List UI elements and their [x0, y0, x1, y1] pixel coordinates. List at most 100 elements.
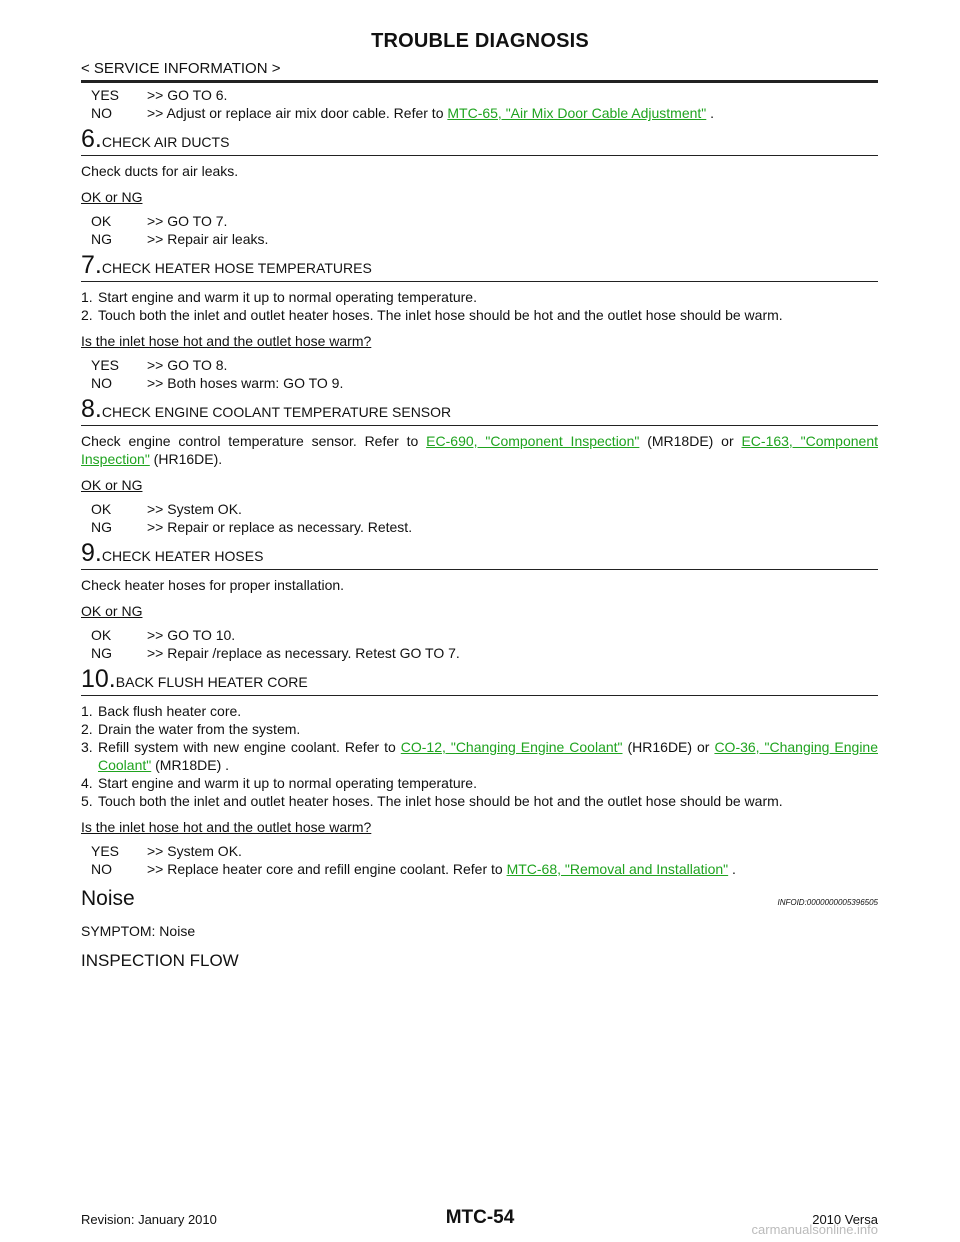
answer-key: YES: [91, 87, 120, 103]
step-number: 9.: [81, 539, 102, 567]
answer-text: >> GO TO 6.: [147, 87, 228, 103]
answer-row: OK >> GO TO 10.: [81, 626, 878, 644]
list-number: 3.: [81, 739, 93, 755]
answer-row: NO >> Replace heater core and refill eng…: [81, 860, 878, 878]
list-number: 4.: [81, 775, 93, 791]
list-text: Start engine and warm it up to normal op…: [98, 289, 477, 305]
answer-key: OK: [91, 501, 112, 517]
step-body: Check ducts for air leaks.: [81, 163, 239, 179]
list-item: 1. Back flush heater core.: [81, 702, 878, 720]
step-title: BACK FLUSH HEATER CORE: [115, 674, 308, 690]
list-text: Refill system with new engine coolant. R…: [98, 738, 878, 774]
answer-row: NG >> Repair or replace as necessary. Re…: [81, 518, 878, 536]
answer-block: OK >> System OK. NG >> Repair or replace…: [81, 500, 878, 536]
step-number: 7.: [81, 251, 102, 279]
inspection-flow-heading: INSPECTION FLOW: [81, 951, 239, 970]
noise-heading-row: Noise INFOID:0000000005396505: [81, 888, 878, 912]
list-item: 1. Start engine and warm it up to normal…: [81, 288, 878, 306]
link-ec-690[interactable]: EC-690, "Component Inspection": [426, 433, 640, 449]
step-6-heading: 6. CHECK AIR DUCTS: [81, 126, 878, 156]
body-text-mid: (MR18DE) or: [639, 433, 742, 449]
answer-row: YES >> GO TO 8.: [81, 356, 878, 374]
list-text-pre: Refill system with new engine coolant. R…: [98, 739, 401, 755]
step-list: 1. Back flush heater core. 2. Drain the …: [81, 702, 878, 810]
footer-watermark: carmanualsonline.info: [751, 1222, 878, 1237]
answer-row: NO >> Adjust or replace air mix door cab…: [81, 104, 878, 122]
step-question: Is the inlet hose hot and the outlet hos…: [81, 819, 372, 835]
answer-text: >> GO TO 7.: [147, 213, 228, 229]
step-body: Check heater hoses for proper installati…: [81, 577, 345, 593]
link-co-36[interactable]: CO-36, "Changing Engine Coolant": [98, 739, 878, 773]
answer-row: OK >> System OK.: [81, 500, 878, 518]
answer-row: YES >> GO TO 6.: [81, 86, 878, 104]
answer-key: YES: [91, 357, 120, 373]
answer-row: NG >> Repair air leaks.: [81, 230, 878, 248]
list-number: 5.: [81, 793, 93, 809]
info-id: INFOID:0000000005396505: [777, 898, 878, 907]
list-text-mid: (HR16DE) or: [622, 739, 715, 755]
step-title: CHECK HEATER HOSES: [101, 548, 264, 564]
answer-key: OK: [91, 627, 112, 643]
section-label: < SERVICE INFORMATION >: [81, 60, 281, 77]
step-number: 10.: [81, 665, 116, 693]
footer-page-number: MTC-54: [445, 1207, 515, 1228]
step-question: OK or NG: [81, 477, 143, 493]
list-item: 2. Touch both the inlet and outlet heate…: [81, 306, 878, 324]
step-9-heading: 9. CHECK HEATER HOSES: [81, 540, 878, 570]
step-list: 1. Start engine and warm it up to normal…: [81, 288, 878, 324]
link-ec-163[interactable]: EC-163, "Component Inspection": [81, 433, 879, 467]
answer-key: NO: [91, 861, 112, 877]
step-7-heading: 7. CHECK HEATER HOSE TEMPERATURES: [81, 252, 878, 282]
step-question: OK or NG: [81, 189, 143, 205]
step-10-heading: 10. BACK FLUSH HEATER CORE: [81, 666, 878, 696]
list-item: 4. Start engine and warm it up to normal…: [81, 774, 878, 792]
answer-block: YES >> System OK. NO >> Replace heater c…: [81, 842, 878, 878]
answer-key: NG: [91, 519, 112, 535]
answer-text-post: .: [728, 861, 736, 877]
answer-text-pre: >> Adjust or replace air mix door cable.…: [147, 105, 448, 121]
answer-text: >> GO TO 10.: [147, 627, 236, 643]
step-number: 8.: [81, 395, 102, 423]
answer-text: >> Both hoses warm: GO TO 9.: [147, 375, 344, 391]
answer-text: >> Replace heater core and refill engine…: [147, 860, 878, 878]
answer-key: YES: [91, 843, 120, 859]
answer-text: >> Repair air leaks.: [147, 231, 269, 247]
list-item: 5. Touch both the inlet and outlet heate…: [81, 792, 878, 810]
footer-model: 2010 Versa: [812, 1212, 878, 1227]
answer-text-pre: >> Replace heater core and refill engine…: [147, 861, 507, 877]
step-title: CHECK HEATER HOSE TEMPERATURES: [101, 260, 372, 276]
answer-block: OK >> GO TO 7. NG >> Repair air leaks.: [81, 212, 878, 248]
step-title: CHECK ENGINE COOLANT TEMPERATURE SENSOR: [101, 404, 452, 420]
symptom-text: SYMPTOM: Noise: [81, 923, 196, 939]
answer-key: NO: [91, 105, 112, 121]
list-item: 3. Refill system with new engine coolant…: [81, 738, 878, 774]
list-text: Start engine and warm it up to normal op…: [98, 775, 477, 791]
body-text-pre: Check engine control temperature sensor.…: [81, 433, 427, 449]
answer-key: NG: [91, 231, 112, 247]
answer-text: >> System OK.: [147, 843, 242, 859]
step-question: OK or NG: [81, 603, 143, 619]
step-body: Check engine control temperature sensor.…: [81, 432, 878, 468]
answer-text: >> System OK.: [147, 501, 242, 517]
answer-row: NO >> Both hoses warm: GO TO 9.: [81, 374, 878, 392]
link-mtc-68[interactable]: MTC-68, "Removal and Installation": [506, 861, 729, 877]
list-number: 1.: [81, 703, 93, 719]
list-number: 1.: [81, 289, 93, 305]
answer-text: >> Repair /replace as necessary. Retest …: [147, 645, 460, 661]
answer-block: OK >> GO TO 10. NG >> Repair /replace as…: [81, 626, 878, 662]
main-content: YES >> GO TO 6. NO >> Adjust or replace …: [81, 86, 878, 970]
answer-text-post: .: [706, 105, 715, 121]
answer-row: OK >> GO TO 7.: [81, 212, 878, 230]
answer-block: YES >> GO TO 8. NO >> Both hoses warm: G…: [81, 356, 878, 392]
link-mtc-65[interactable]: MTC-65, "Air Mix Door Cable Adjustment": [447, 105, 707, 121]
step-title: CHECK AIR DUCTS: [101, 134, 230, 150]
list-number: 2.: [81, 307, 93, 323]
header-rule: [81, 80, 878, 83]
footer-revision: Revision: January 2010: [81, 1212, 217, 1227]
answer-text: >> Adjust or replace air mix door cable.…: [147, 104, 878, 122]
link-co-12[interactable]: CO-12, "Changing Engine Coolant": [400, 739, 623, 755]
list-text: Back flush heater core.: [98, 703, 242, 719]
list-text: Drain the water from the system.: [98, 721, 301, 737]
step-number: 6.: [81, 125, 102, 153]
answer-row: NG >> Repair /replace as necessary. Rete…: [81, 644, 878, 662]
